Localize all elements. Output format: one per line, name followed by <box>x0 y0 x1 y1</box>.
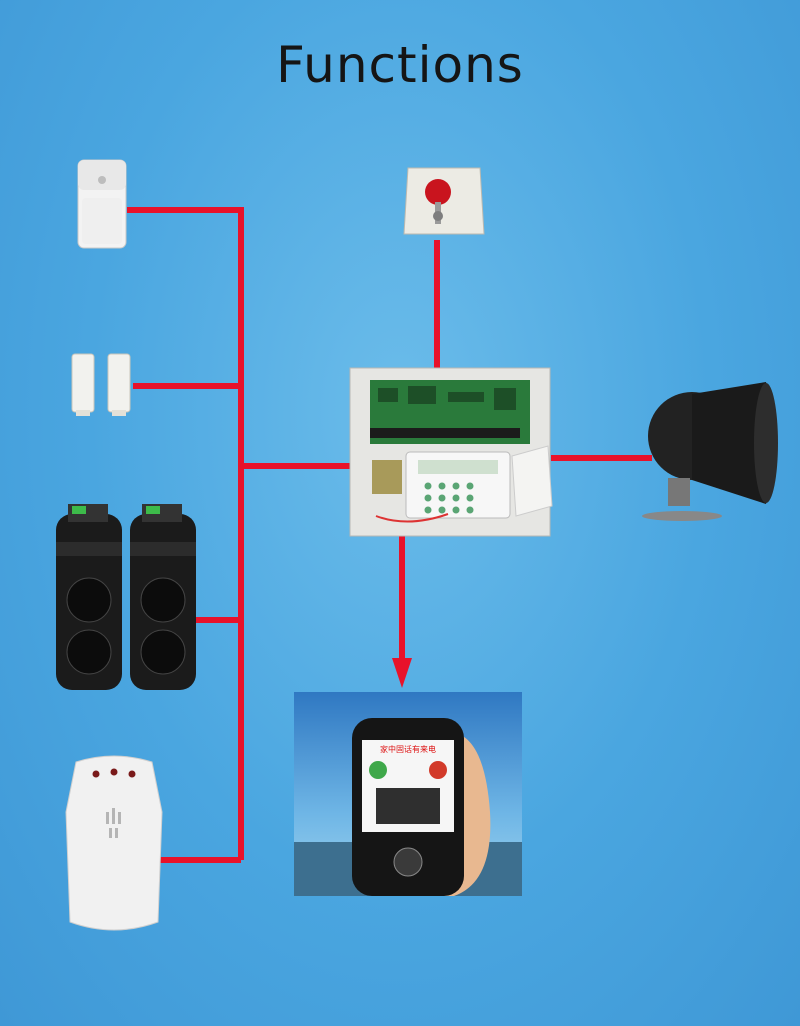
arrow-to-phone <box>392 658 412 688</box>
pir-motion-detector-icon <box>76 158 130 250</box>
alarm-panel-icon <box>348 366 554 538</box>
gas-detector-icon <box>62 752 166 936</box>
mobile-phone-icon: 家中固话有来电 <box>294 692 522 896</box>
door-contact-icon <box>68 348 138 420</box>
infrared-beam-detector-icon <box>52 502 202 694</box>
phone-screen-text: 家中固话有来电 <box>380 744 436 754</box>
siren-icon <box>640 380 786 524</box>
panic-button-icon <box>402 160 486 242</box>
